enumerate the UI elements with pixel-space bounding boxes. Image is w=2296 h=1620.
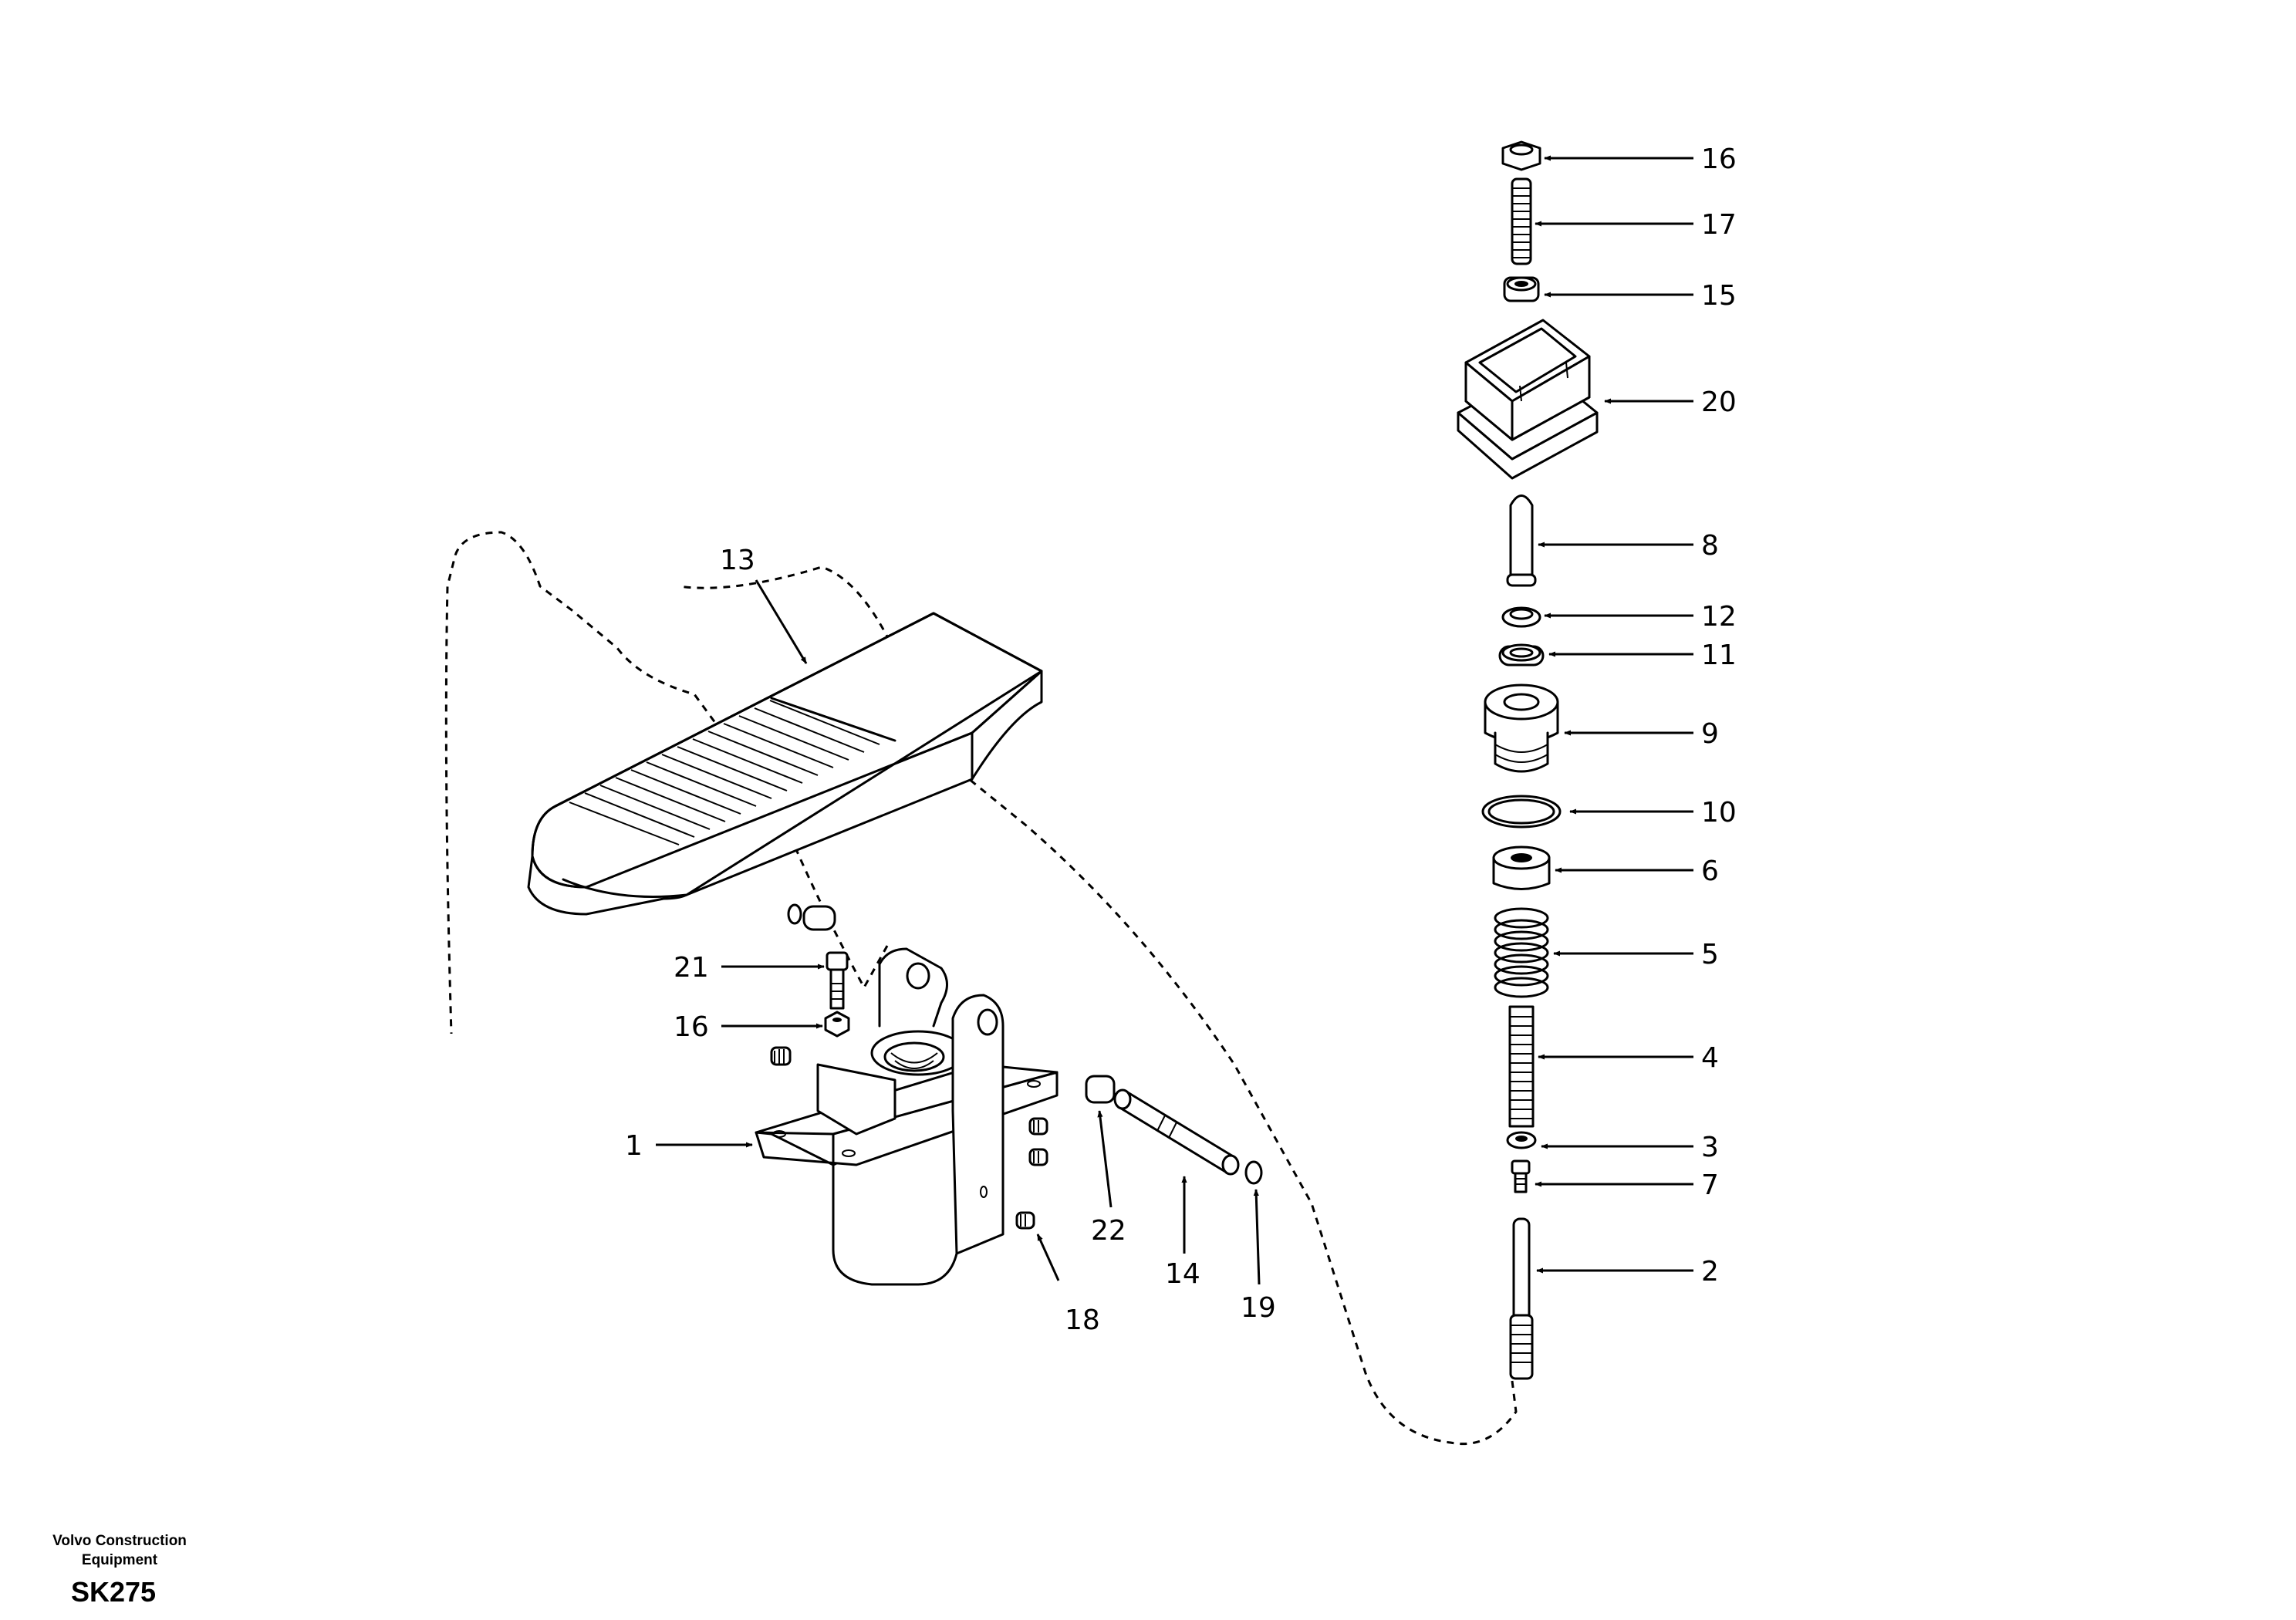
part-8-push-rod	[1506, 494, 1537, 587]
leader-lines	[656, 155, 1693, 1285]
callout-22: 22	[1091, 1215, 1126, 1247]
callout-11: 11	[1701, 640, 1737, 671]
part-14-pin	[1113, 1088, 1240, 1176]
part-10-o-ring	[1481, 795, 1562, 829]
callout-6: 6	[1701, 856, 1719, 887]
part-15-seal	[1503, 276, 1540, 302]
part-11-seal	[1498, 643, 1545, 667]
part-17-threaded-stud	[1511, 177, 1532, 265]
assembly-path-line	[444, 531, 1518, 1446]
callout-7: 7	[1701, 1169, 1719, 1201]
callout-4: 4	[1701, 1042, 1719, 1074]
part-13-foot-pedal	[527, 612, 1043, 916]
part-19-o-ring	[1244, 1160, 1263, 1185]
part-16-nut-body	[824, 1011, 850, 1038]
callout-5: 5	[1701, 939, 1719, 970]
part-6-spring-seat	[1492, 845, 1551, 890]
callout-19: 19	[1241, 1292, 1276, 1324]
part-4-inner-spring	[1508, 1005, 1535, 1128]
part-22-bushing-top	[802, 905, 836, 931]
callout-9: 9	[1701, 718, 1719, 750]
part-16-nut	[1501, 140, 1541, 171]
callout-10: 10	[1701, 797, 1737, 829]
right-fittings	[1015, 1075, 1263, 1230]
part-22-bushing	[1085, 1075, 1116, 1104]
part-5-spring	[1494, 907, 1549, 998]
part-1-pedal-body	[755, 947, 1059, 1286]
company-name-line1: Volvo Construction	[52, 1533, 187, 1549]
callout-8: 8	[1701, 530, 1719, 562]
callout-1: 1	[625, 1130, 643, 1162]
part-7-bolt	[1511, 1159, 1531, 1193]
part-19-o-ring-small	[787, 903, 802, 925]
callout-20: 20	[1701, 386, 1737, 418]
grease-fitting-left	[770, 1046, 792, 1066]
part-20-rubber-boot	[1457, 319, 1599, 480]
left-fittings	[770, 903, 850, 1066]
footer-block: Volvo Construction Equipment SK275	[31, 1531, 208, 1608]
part-12-ring	[1501, 606, 1541, 628]
part-2-spool	[1509, 1217, 1534, 1380]
part-21-bolt	[826, 951, 849, 1010]
part-3-washer	[1506, 1131, 1537, 1149]
callout-21: 21	[674, 952, 709, 984]
callout-labels: 16 17 15 20 8 12 11 9 10 6 5 4 3 7 2 13 …	[625, 143, 1737, 1336]
valve-parts-stack	[1457, 140, 1599, 1380]
callout-16: 16	[1701, 143, 1737, 175]
callout-17: 17	[1701, 209, 1737, 241]
callout-18: 18	[1065, 1304, 1100, 1336]
callout-13: 13	[720, 545, 755, 576]
callout-2: 2	[1701, 1256, 1719, 1288]
callout-15: 15	[1701, 280, 1737, 312]
part-18-grease-fittings	[1015, 1117, 1048, 1230]
company-name-line2: Equipment	[81, 1552, 158, 1568]
callout-12: 12	[1701, 601, 1737, 633]
callout-16-body: 16	[674, 1011, 709, 1043]
callout-14: 14	[1165, 1258, 1200, 1290]
callout-3: 3	[1701, 1132, 1719, 1163]
model-code: SK275	[71, 1576, 157, 1608]
part-9-plug	[1484, 683, 1559, 773]
